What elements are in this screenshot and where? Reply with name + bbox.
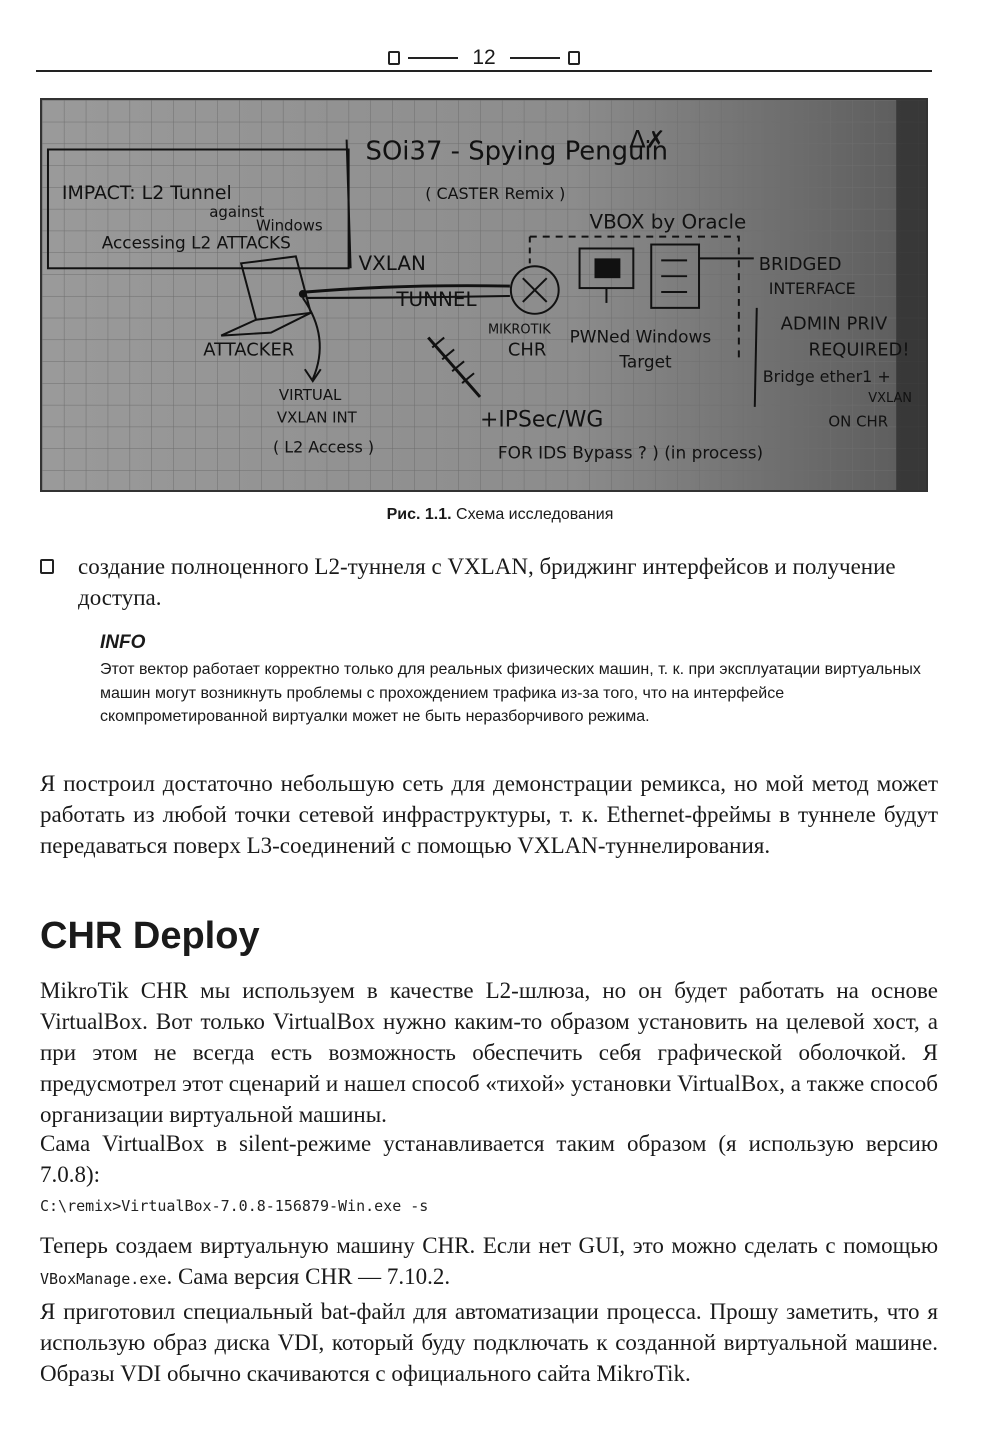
header-rule — [36, 70, 932, 72]
paragraph-create-vm-before: Теперь создаем виртуальную машину CHR. Е… — [40, 1233, 938, 1258]
sketch-bridge-3: ON CHR — [828, 413, 888, 431]
sketch-admin-1: ADMIN PRIV — [781, 314, 888, 335]
paragraph-silent-install: Сама VirtualBox в silent-режиме устанавл… — [40, 1131, 938, 1187]
code-line-install: C:\remix>VirtualBox-7.0.8-156879-Win.exe… — [40, 1197, 429, 1215]
sketch-vxlan: VXLAN — [359, 252, 426, 275]
sketch-pwned-2: Target — [618, 351, 672, 371]
info-note: INFO Этот вектор работает корректно толь… — [100, 632, 940, 729]
sketch-ipsec: +IPSec/WG — [480, 408, 603, 433]
page-header: 12 — [36, 42, 932, 72]
bullet-text: создание полноценного L2-туннеля с VXLAN… — [78, 554, 896, 610]
square-ornament-icon — [567, 51, 580, 65]
dash-ornament — [408, 57, 459, 59]
paragraph-create-vm-after: . Сама версия CHR — 7.10.2. — [166, 1264, 451, 1289]
sketch-admin-2: REQUIRED! — [809, 339, 910, 360]
sketch-bridge-1: Bridge ether1 + — [763, 367, 891, 386]
bullet-square-icon — [40, 559, 54, 574]
sketch-vbox: VBOX by Oracle — [590, 211, 747, 234]
sketch-virtual-3: ( L2 Access ) — [273, 437, 374, 456]
paragraph-create-vm: Теперь создаем виртуальную машину CHR. Е… — [40, 1230, 938, 1295]
paragraph-chr-intro: MikroTik CHR мы используем в качестве L2… — [40, 978, 938, 1127]
section-heading: CHR Deploy — [40, 915, 260, 957]
sketch-attacker: ATTACKER — [203, 339, 294, 360]
bullet-item: создание полноценного L2-туннеля с VXLAN… — [40, 551, 940, 613]
sketch-virtual-1: VIRTUAL — [279, 386, 342, 404]
sketch-bridged-1: BRIDGED — [759, 254, 842, 275]
page-number-group: 12 — [36, 46, 932, 70]
sketch-title-1: SOi37 - Spying Penguin — [366, 136, 668, 166]
sketch-title-2: ( CASTER Remix ) — [425, 184, 565, 203]
sketch-svg: IMPACT: L2 Tunnel against Windows Access… — [42, 100, 926, 490]
sketch-impact-4: Accessing L2 ATTACKS — [102, 233, 291, 253]
paragraph-bat-file: Я приготовил специальный bat-файл для ав… — [40, 1299, 938, 1386]
dash-ornament — [509, 57, 560, 59]
sketch-impact-3: Windows — [256, 217, 323, 235]
sketch-mikrotik-1: MIKROTIK — [488, 323, 551, 338]
sketch-impact-1: IMPACT: L2 Tunnel — [62, 182, 232, 204]
caption-label: Рис. 1.1. — [386, 506, 452, 523]
sketch-title-mark: Δ✗ — [629, 126, 665, 154]
sketch-impact-2: against — [209, 203, 264, 221]
info-body: Этот вектор работает корректно только дл… — [100, 661, 921, 725]
caption-text: Схема исследования — [451, 506, 614, 523]
square-ornament-icon — [388, 51, 401, 65]
inline-code-vboxmanage: VBoxManage.exe — [40, 1270, 167, 1288]
info-title: INFO — [100, 632, 146, 653]
sketch-virtual-2: VXLAN INT — [277, 409, 358, 427]
sketch-pwned-1: PWNed Windows — [570, 327, 712, 347]
paragraph-network: Я построил достаточно небольшую сеть для… — [40, 771, 938, 858]
sketch-tunnel: TUNNEL — [395, 288, 476, 311]
page-number: 12 — [472, 46, 496, 69]
figure-sketch-photo: IMPACT: L2 Tunnel against Windows Access… — [40, 98, 928, 492]
sketch-mikrotik-2: CHR — [508, 339, 546, 360]
figure-caption: Рис. 1.1. Схема исследования — [0, 506, 1000, 524]
sketch-bridge-2: VXLAN — [868, 391, 912, 406]
sketch-ids: FOR IDS Bypass ? ) (in process) — [498, 442, 763, 462]
sketch-bridged-2: INTERFACE — [769, 279, 856, 298]
